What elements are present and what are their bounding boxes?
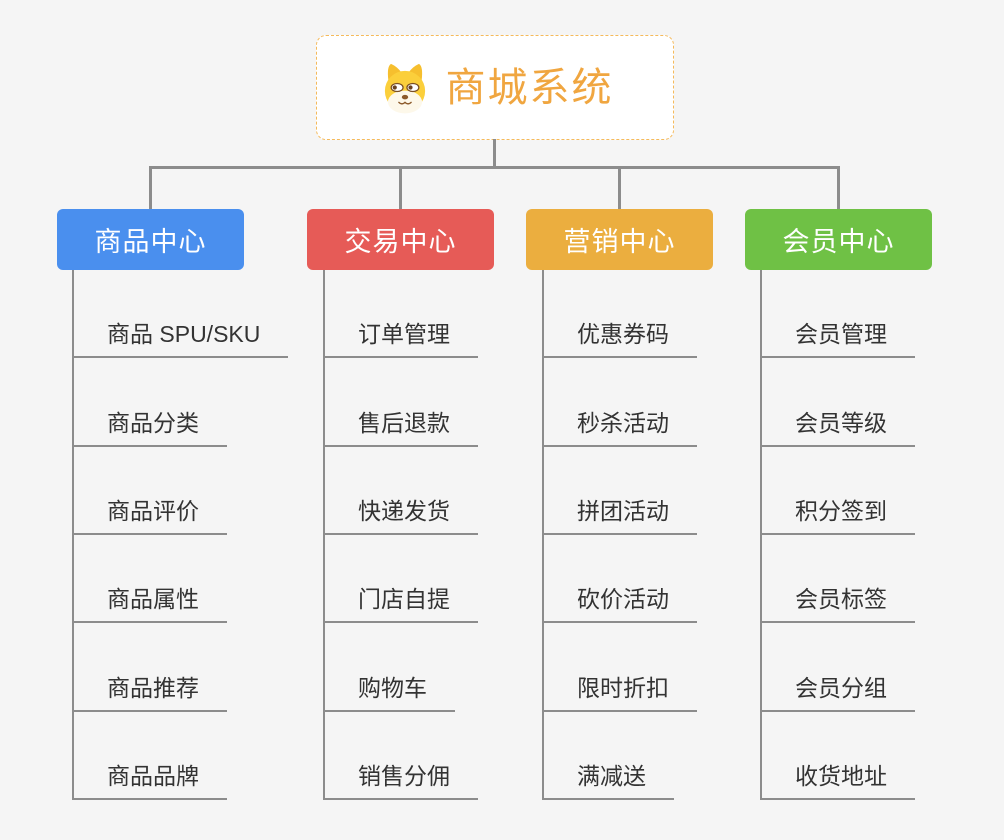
leaf-label: 销售分佣	[325, 757, 478, 800]
leaf-label: 砍价活动	[544, 580, 697, 624]
connector-horizontal-bar	[149, 166, 840, 169]
leaf-label: 售后退款	[325, 404, 478, 447]
branch-label: 营销中心	[563, 227, 676, 257]
leaf-label: 会员管理	[762, 315, 915, 359]
branch-label: 交易中心	[344, 227, 457, 257]
leaf-label: 商品 SPU/SKU	[74, 315, 289, 359]
leaf-label: 会员标签	[762, 580, 915, 624]
branch-node-marketing-center[interactable]: 营销中心	[526, 209, 713, 270]
leaf-label: 商品分类	[74, 404, 227, 447]
leaf-column-trade-center: 订单管理 售后退款 快递发货 门店自提 购物车 销售分佣	[323, 270, 478, 800]
leaf-label: 门店自提	[325, 580, 478, 624]
leaf-label: 会员分组	[762, 669, 915, 712]
branch-node-product-center[interactable]: 商品中心	[57, 209, 244, 270]
branch-node-member-center[interactable]: 会员中心	[745, 209, 932, 270]
connector-drop-trade	[399, 166, 402, 211]
branch-label: 会员中心	[782, 227, 895, 257]
dog-face-icon	[384, 63, 425, 114]
leaf-column-marketing-center: 优惠券码 秒杀活动 拼团活动 砍价活动 限时折扣 满减送	[542, 270, 697, 800]
leaf-label: 秒杀活动	[544, 404, 697, 447]
connector-drop-member	[837, 166, 840, 211]
leaf-label: 积分签到	[762, 492, 915, 535]
root-title: 商城系统	[445, 65, 614, 110]
connector-drop-product	[149, 166, 152, 211]
leaf-label: 限时折扣	[544, 669, 697, 712]
leaf-label: 满减送	[544, 757, 674, 800]
leaf-label: 优惠券码	[544, 315, 697, 359]
root-node[interactable]: 商城系统	[316, 35, 674, 140]
branch-label: 商品中心	[94, 227, 207, 257]
leaf-label: 订单管理	[325, 315, 478, 359]
leaf-label: 会员等级	[762, 404, 915, 447]
connector-root-stem	[493, 139, 496, 168]
leaf-label: 拼团活动	[544, 492, 697, 535]
leaf-label: 商品属性	[74, 580, 227, 624]
leaf-label: 收货地址	[762, 757, 915, 800]
leaf-label: 购物车	[325, 669, 455, 712]
leaf-label: 商品品牌	[74, 757, 227, 800]
leaf-column-member-center: 会员管理 会员等级 积分签到 会员标签 会员分组 收货地址	[760, 270, 915, 800]
branch-node-trade-center[interactable]: 交易中心	[307, 209, 494, 270]
connector-drop-marketing	[618, 166, 621, 211]
leaf-label: 商品推荐	[74, 669, 227, 712]
leaf-column-product-center: 商品 SPU/SKU 商品分类 商品评价 商品属性 商品推荐 商品品牌	[72, 270, 289, 800]
leaf-label: 快递发货	[325, 492, 478, 535]
leaf-label: 商品评价	[74, 492, 227, 535]
